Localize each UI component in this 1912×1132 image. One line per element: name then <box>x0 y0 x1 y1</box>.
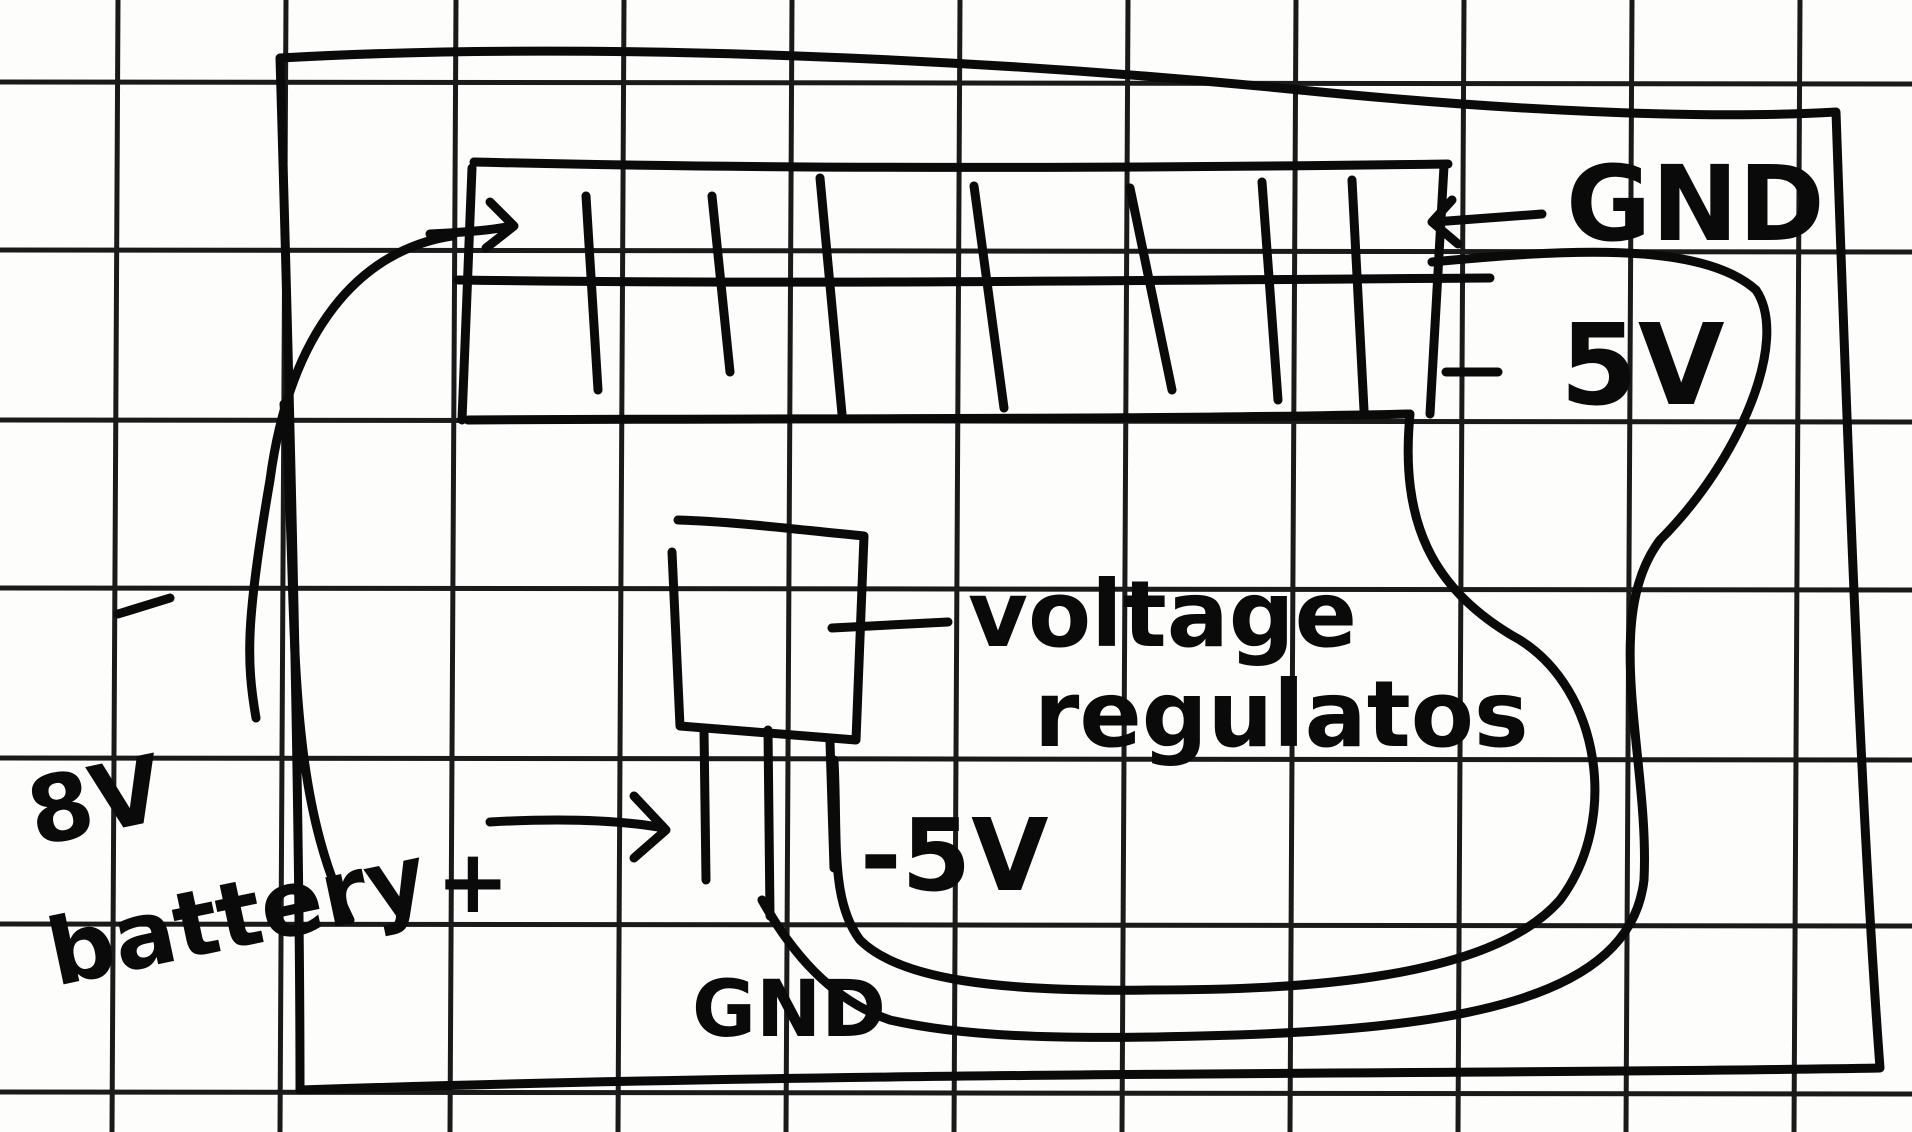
voltage-regulator-label-2: regulatos <box>1034 661 1529 768</box>
battery-negative-wire <box>279 399 355 925</box>
regulator-output-label: -5V <box>860 797 1048 914</box>
breadboard-outline <box>275 46 1885 1095</box>
header-strip-left-edge <box>457 163 477 425</box>
battery-minus-mark <box>113 593 175 619</box>
header-strip-right-edge <box>1425 161 1449 419</box>
regulator-output-leg <box>825 737 839 873</box>
regulator-input-arrow <box>485 791 671 863</box>
header-strip-middle-edge <box>453 273 1495 287</box>
header-strip-top-edge <box>469 157 1453 172</box>
gnd-arrow <box>1427 195 1547 249</box>
gnd-top-label: GND <box>1566 143 1825 265</box>
header-strip-bottom-edge <box>463 409 1413 425</box>
voltage-regulator-label-1: voltage <box>968 561 1357 668</box>
regulator-ground-leg <box>763 725 775 921</box>
battery-positive-label: + <box>436 830 510 933</box>
regulator-input-leg <box>699 725 711 885</box>
gnd-bottom-label: GND <box>692 965 886 1055</box>
battery-label-1: 8V <box>18 735 173 868</box>
five-v-loop-wire <box>757 247 1772 1042</box>
header-pins <box>581 173 1369 419</box>
battery-positive-wire <box>245 231 457 723</box>
voltage-regulator-body <box>667 515 869 745</box>
gnd-loop-wire <box>829 409 1600 995</box>
voltage-regulator-label-line <box>827 617 953 633</box>
five-v-top-label: 5V <box>1560 301 1725 431</box>
